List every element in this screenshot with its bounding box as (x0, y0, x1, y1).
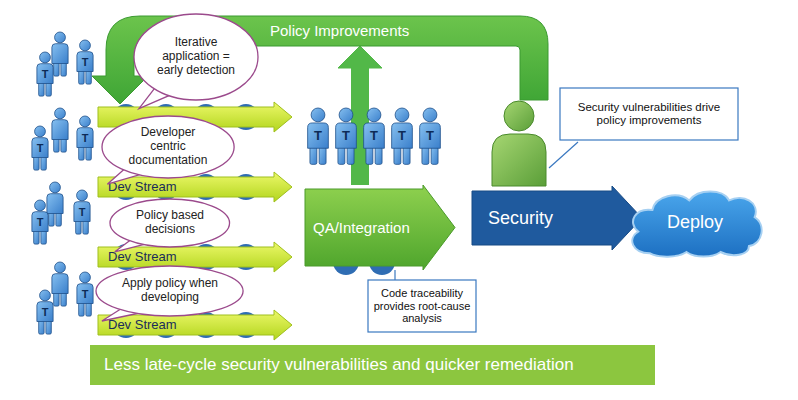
callout-bubble-text: Apply policy when developing (117, 277, 223, 305)
shirt-letter: T (37, 66, 53, 82)
callout-bubble-text: Iterative application = early detection (151, 36, 241, 77)
shirt-letter: T (77, 286, 93, 302)
text-group: Security vulnerabilities drive policy im… (574, 101, 724, 127)
feedback-arrow-text: Policy Improvements (270, 22, 409, 39)
shirt-letter: T (77, 54, 93, 70)
security-arrow: Security (472, 186, 642, 250)
shirt-letter: T (338, 128, 354, 144)
leader-line-line (394, 270, 395, 280)
security-arrow-text: Security (488, 208, 553, 229)
person-figure (32, 126, 48, 170)
shirt-letter: T (310, 128, 326, 144)
arrow-head (338, 46, 382, 68)
shirt-letter: T (366, 128, 382, 144)
text-group: Deploy (667, 212, 723, 233)
feedback-arrow (338, 46, 382, 185)
shirt-letter: T (74, 204, 90, 220)
person-figure (308, 108, 329, 164)
shirt-letter: T (394, 128, 410, 144)
callout-bubble-text: Developer centric documentation (127, 126, 209, 167)
person-figure (52, 262, 68, 306)
qa-arrow: QA/Integration (305, 185, 455, 270)
deploy-cloud: Deploy (624, 186, 766, 258)
text-group: Developer centric documentation (127, 126, 209, 167)
text-group: Dev Stream (108, 318, 177, 333)
note-box-text: Code traceability provides root-cause an… (373, 287, 471, 325)
text-group: Iterative application = early detection (151, 36, 241, 77)
qa-arrow-text: QA/Integration (313, 219, 410, 236)
person-figure (47, 182, 63, 226)
text-group: QA/Integration (313, 219, 410, 236)
dev-stream-arrow-text: Dev Stream (108, 318, 177, 333)
summary-banner: Less late-cycle security vulnerabilities… (90, 345, 655, 385)
person-figure (392, 108, 413, 164)
dev-stream-arrow-text: Dev Stream (108, 250, 177, 265)
shirt-letter: T (32, 214, 48, 230)
shirt-letter: T (32, 140, 48, 156)
shirt-letter: T (77, 130, 93, 146)
callout-bubble: Iterative application = early detection (134, 14, 258, 100)
callout-bubble: Apply policy when developing (96, 266, 243, 316)
callout-bubble-text: Policy based decisions (129, 209, 211, 237)
person-figure (32, 200, 48, 244)
callout-bubble: Developer centric documentation (102, 116, 234, 178)
security-person (492, 101, 546, 186)
note-box-text: Security vulnerabilities drive policy im… (574, 101, 724, 127)
text-group: Policy Improvements (270, 22, 409, 39)
text-group: Dev Stream (108, 180, 177, 195)
callout-bubble: Policy based decisions (110, 199, 230, 247)
person-figure (77, 40, 93, 84)
person-figure (336, 108, 357, 164)
text-group: Policy based decisions (129, 209, 211, 237)
person-figure (77, 272, 93, 316)
person-figure (77, 116, 93, 160)
shirt-letter: T (37, 304, 53, 320)
person-figure (364, 108, 385, 164)
leader-line (549, 142, 578, 168)
note-box: Code traceability provides root-cause an… (368, 280, 476, 332)
shirt-letter: T (422, 128, 438, 144)
person-figure (37, 290, 53, 334)
text-group: Dev Stream (108, 250, 177, 265)
text-group: Less late-cycle security vulnerabilities… (104, 355, 574, 375)
person-figure (74, 190, 90, 234)
dev-stream-arrow-text: Dev Stream (108, 180, 177, 195)
person-figure (52, 108, 68, 152)
leader-line (395, 270, 396, 280)
person-figure (420, 108, 441, 164)
person-figure (52, 32, 68, 76)
note-box: Security vulnerabilities drive policy im… (560, 88, 738, 140)
deploy-cloud-text: Deploy (667, 212, 723, 233)
text-group: Security (488, 208, 553, 229)
text-group: Code traceability provides root-cause an… (373, 287, 471, 325)
summary-banner-text: Less late-cycle security vulnerabilities… (104, 355, 574, 375)
text-group: Apply policy when developing (117, 277, 223, 305)
person-figure (37, 52, 53, 96)
